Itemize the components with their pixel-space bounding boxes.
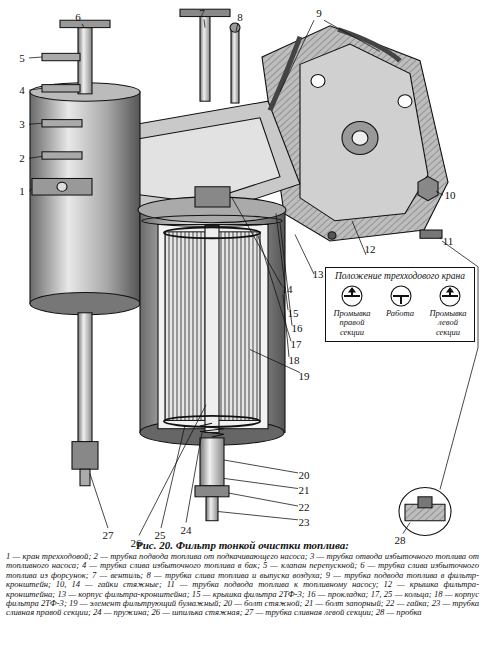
callout-number: 3 bbox=[19, 118, 25, 130]
callout-number: 17 bbox=[291, 338, 302, 350]
callout-number: 21 bbox=[299, 484, 310, 496]
callout-number: 11 bbox=[443, 235, 454, 247]
figure-title: Рис. 20. Фильтр тонкой очистки топлива: bbox=[0, 539, 485, 551]
callout-number: 22 bbox=[299, 501, 310, 513]
callout-number: 5 bbox=[19, 52, 25, 64]
position-label: Работа bbox=[377, 309, 423, 338]
callout-number: 1 bbox=[19, 185, 25, 197]
valve-position-box: Положение трехходового крана Промывка пр… bbox=[325, 267, 475, 343]
position-label: Промывка левой секции bbox=[425, 309, 471, 338]
callout-number: 9 bbox=[316, 7, 322, 19]
position-label: Промывка правой секции bbox=[329, 309, 375, 338]
valve-positions bbox=[329, 283, 473, 309]
callout-number: 13 bbox=[313, 268, 324, 280]
callout-number: 12 bbox=[365, 243, 376, 255]
figure-caption: 1 — кран трехходовой; 2 — трубка подвода… bbox=[6, 552, 479, 618]
callout-number: 4 bbox=[19, 84, 25, 96]
callout-number: 10 bbox=[445, 189, 456, 201]
callout-number: 7 bbox=[199, 7, 205, 19]
callout-number: 27 bbox=[103, 529, 114, 541]
callout-number: 23 bbox=[299, 516, 310, 528]
callout-number: 16 bbox=[292, 322, 303, 334]
callout-number: 19 bbox=[299, 370, 310, 382]
callout-number: 24 bbox=[181, 524, 192, 536]
callout-number: 28 bbox=[395, 534, 406, 546]
callout-number: 14 bbox=[282, 283, 293, 295]
callout-number: 15 bbox=[288, 307, 299, 319]
position-row: Промывка правой секцииРаботаПромывка лев… bbox=[329, 309, 471, 338]
callout-number: 20 bbox=[299, 469, 310, 481]
box-heading: Положение трехходового крана bbox=[329, 271, 471, 282]
callout-number: 18 bbox=[289, 354, 300, 366]
callout-number: 2 bbox=[19, 152, 25, 164]
callout-number: 6 bbox=[75, 11, 81, 23]
callout-number: 8 bbox=[237, 11, 243, 23]
